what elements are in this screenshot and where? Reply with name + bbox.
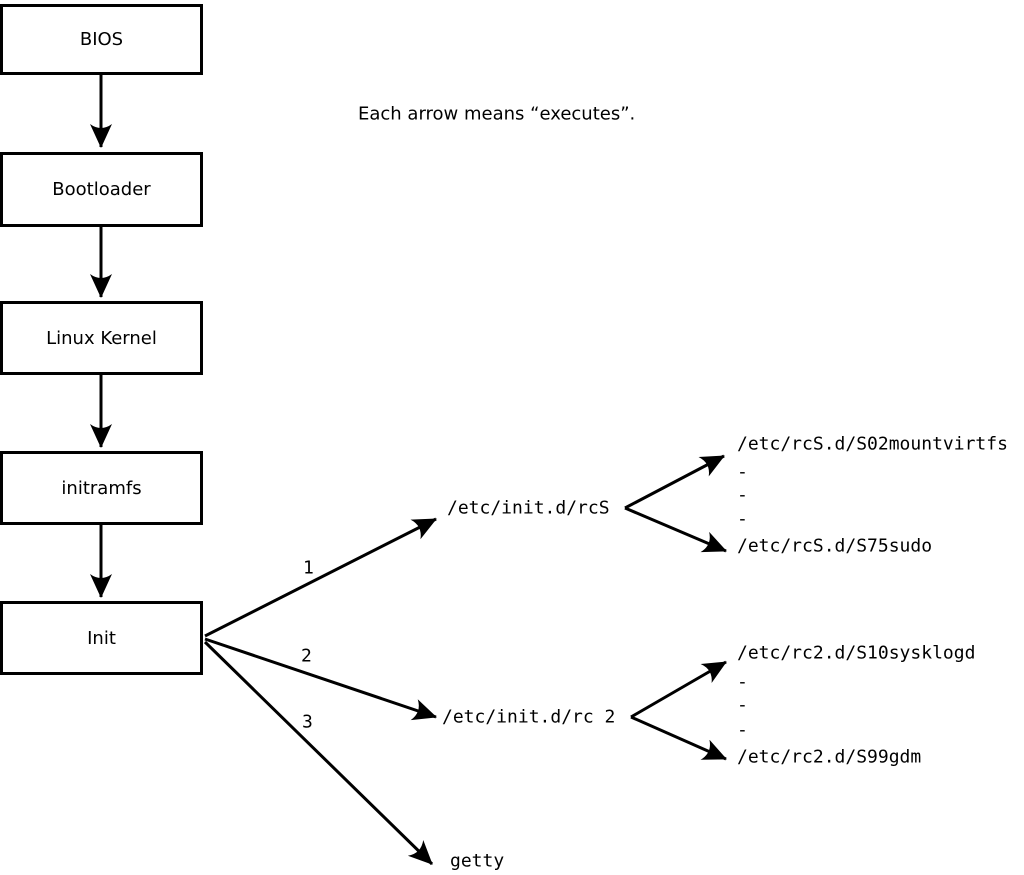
rcS-ellipsis-dash-3: - xyxy=(737,508,748,530)
arrow-rc2-to-s99gdm xyxy=(630,715,727,761)
node-rcS-d-s02mountvirtfs: /etc/rcS.d/S02mountvirtfs xyxy=(737,433,1008,455)
arrow-label-2: 2 xyxy=(301,645,312,667)
box-linux-kernel: Linux Kernel xyxy=(0,301,203,375)
rcS-ellipsis-dash-2: - xyxy=(737,484,748,506)
box-bios-label: BIOS xyxy=(79,29,124,50)
arrow-init-to-getty xyxy=(203,640,434,866)
box-initramfs-label: initramfs xyxy=(61,477,142,499)
node-etc-init-d-rc2: /etc/init.d/rc 2 xyxy=(442,706,616,728)
rc2-ellipsis-dash-2: - xyxy=(737,694,748,716)
box-init: Init xyxy=(0,601,203,675)
node-getty: getty xyxy=(450,850,505,872)
node-rcS-d-s75sudo: /etc/rcS.d/S75sudo xyxy=(737,535,933,557)
rcS-ellipsis-dash-1: - xyxy=(737,461,748,483)
arrow-rcS-to-s02mountvirtfs xyxy=(624,454,725,510)
rc2-ellipsis-dash-3: - xyxy=(737,719,748,741)
legend-note: Each arrow means “executes”. xyxy=(358,103,636,125)
box-linux-kernel-label: Linux Kernel xyxy=(46,327,157,349)
node-rc2-d-s10sysklogd: /etc/rc2.d/S10sysklogd xyxy=(737,642,976,664)
arrow-label-1: 1 xyxy=(303,557,314,579)
box-initramfs: initramfs xyxy=(0,451,203,525)
rc2-ellipsis-dash-1: - xyxy=(737,671,748,693)
node-etc-init-d-rcS: /etc/init.d/rcS xyxy=(447,497,610,519)
arrow-label-3: 3 xyxy=(302,711,313,733)
box-bootloader: Bootloader xyxy=(0,152,203,227)
arrow-rcS-to-s75sudo xyxy=(624,506,727,553)
box-bootloader-label: Bootloader xyxy=(52,179,151,200)
arrow-init-to-rc2 xyxy=(204,637,437,721)
arrow-rc2-to-s10sysklogd xyxy=(630,660,727,719)
box-init-label: Init xyxy=(87,627,116,649)
arrow-init-to-rcS xyxy=(204,517,437,638)
node-rc2-d-s99gdm: /etc/rc2.d/S99gdm xyxy=(737,746,922,768)
box-bios: BIOS xyxy=(0,4,203,75)
